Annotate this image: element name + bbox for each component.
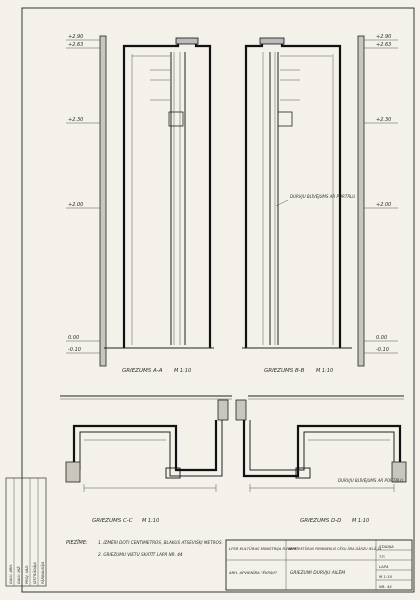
section-d: DURVJU BLĪVĒJUMS AR PORTĀLU GRIEZUMS D-D… — [235, 399, 407, 524]
tb-stage-value: T.P. — [379, 554, 385, 559]
sheet-frame — [21, 7, 415, 593]
stamp-row-5: PĀRBAUDĪJA — [40, 561, 45, 584]
tb-sheet: LAPA — [379, 564, 389, 569]
level-left-1: +2.63 — [68, 42, 83, 48]
section-d-scale: M 1:10 — [352, 518, 369, 524]
section-a-scale: M 1:10 — [174, 368, 191, 374]
section-c: GRIEZUMS C-C M 1:10 — [65, 399, 229, 524]
tb-org: LPSR KULTŪRAS MINISTRIJA R.PIRPK — [229, 546, 298, 551]
stamp-row-1: GALV. ARH. — [9, 564, 13, 584]
level-left-2: +2.30 — [68, 117, 83, 123]
level-right-1: +2.63 — [376, 42, 391, 48]
remarks: PIEZĪME: 1. IZMĒRI DOTI CENTIMETROS, BLA… — [66, 539, 223, 557]
tb-drawing-no: NR. 44 — [379, 584, 392, 589]
level-left-4: 0.00 — [68, 335, 79, 341]
remark-1: 1. IZMĒRI DOTI CENTIMETROS, BLAKUS ATSEV… — [98, 540, 223, 545]
remark-title: PIEZĪME: — [66, 539, 88, 546]
section-d-annotation: DURVJU BLĪVĒJUMS AR PORTĀLU — [338, 478, 403, 483]
tb-stage: STADIJA — [379, 544, 394, 549]
stamp-row-2: GALV. INŽ. — [16, 565, 21, 584]
side-stamp: GALV. ARH. GALV. INŽ. PROJ. VAD. IZSTRĀD… — [5, 477, 47, 587]
section-d-caption: GRIEZUMS D-D — [300, 518, 341, 524]
level-right-5: -0.10 — [376, 347, 389, 353]
level-left-3: +2.00 — [68, 202, 83, 208]
section-b-caption: GRIEZUMS B-B — [264, 368, 305, 374]
section-b: +2.90 +2.63 +2.30 +2.00 0.00 -0.10 DURVJ… — [242, 34, 398, 374]
remark-2: 2. GRIEZUMU VIETU SKATĪT LAPĀ NR. 44 — [98, 552, 183, 557]
level-right-3: +2.00 — [376, 202, 391, 208]
levels-left: +2.90 +2.63 +2.30 +2.00 0.00 -0.10 — [66, 34, 100, 354]
levels-right: +2.90 +2.63 +2.30 +2.00 0.00 -0.10 — [364, 34, 398, 354]
title-block: LPSR KULTŪRAS MINISTRIJA R.PIRPK ARHITEK… — [225, 539, 413, 591]
level-left-5: -0.10 — [68, 347, 81, 353]
level-right-2: +2.30 — [376, 117, 391, 123]
stamp-row-4: IZSTRĀDĀJA — [32, 562, 37, 584]
tb-scale: M 1:10 — [379, 574, 393, 579]
section-b-annotation: DURVJU BLĪVĒJUMS AR PORTĀLU — [290, 194, 355, 199]
stamp-row-3: PROJ. VAD. — [25, 565, 29, 584]
tb-project: ARHITEKTŪRAS PIEMINEKLIS CĒSU ĀRA DĀRZU … — [287, 546, 381, 551]
tb-author: ARH. APVIENĪBA "ĒKPAIS" — [228, 570, 278, 575]
section-c-caption: GRIEZUMS C-C — [92, 518, 133, 524]
section-b-scale: M 1:10 — [316, 368, 333, 374]
section-c-scale: M 1:10 — [142, 518, 159, 524]
level-right-4: 0.00 — [376, 335, 387, 341]
section-a-caption: GRIEZUMS A-A — [122, 368, 163, 374]
level-right-0: +2.90 — [376, 34, 391, 40]
section-a: +2.90 +2.63 +2.30 +2.00 0.00 -0.10 GRIEZ… — [66, 34, 214, 374]
level-left-0: +2.90 — [68, 34, 83, 40]
tb-title: GRIEZUMI DURVJU AILĒM — [290, 569, 345, 576]
